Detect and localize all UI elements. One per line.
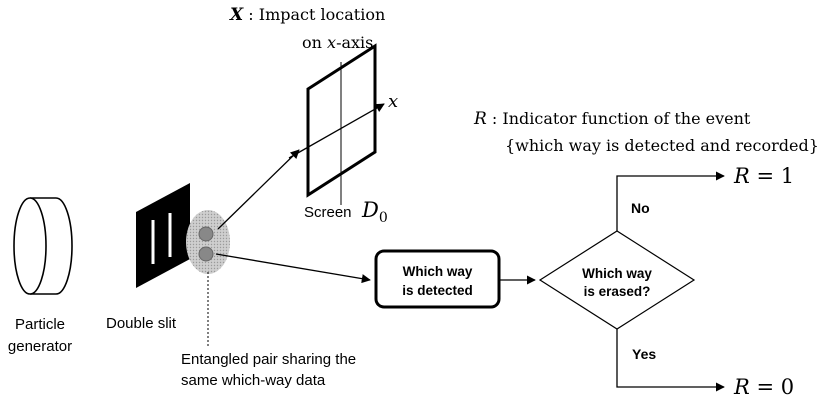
particle-generator-icon xyxy=(13,197,73,295)
detected-label-2: is detected xyxy=(402,283,473,298)
arrow-to-detector xyxy=(215,253,371,284)
erased-label-1: Which way xyxy=(582,266,652,281)
particle-generator-label-1: Particle xyxy=(15,316,65,333)
arrow-to-screen xyxy=(217,149,300,230)
r-equals-0: R = 0 xyxy=(733,375,794,399)
detected-label-1: Which way xyxy=(403,264,473,279)
yes-label: Yes xyxy=(632,346,656,362)
entangled-label-2: same which-way data xyxy=(181,372,326,389)
erased-label-2: is erased? xyxy=(584,284,651,299)
x-title-line-2: on x-axis xyxy=(302,33,373,52)
x-axis-arrow xyxy=(288,103,385,159)
double-slit-icon xyxy=(136,183,190,288)
screen-label: Screen xyxy=(304,204,352,221)
x-axis-label: x xyxy=(388,91,398,112)
r-equals-1: R = 1 xyxy=(733,164,794,188)
yes-branch-arrow xyxy=(616,329,725,392)
x-title-line-1: X : Impact location xyxy=(229,5,385,25)
double-slit-label: Double slit xyxy=(106,315,177,332)
erased-decision-diamond xyxy=(538,230,696,330)
r-title-line-1: R : Indicator function of the event xyxy=(473,109,751,129)
detected-box xyxy=(374,249,501,309)
no-label: No xyxy=(631,200,650,216)
screen-icon xyxy=(306,43,377,205)
r-title-line-2: {which way is detected and recorded} xyxy=(505,136,819,155)
particle-generator-label-2: generator xyxy=(8,338,72,355)
entangled-pair-icon xyxy=(186,210,230,274)
entangled-label-1: Entangled pair sharing the xyxy=(181,351,356,368)
screen-symbol: D0 xyxy=(361,198,388,226)
no-branch-arrow xyxy=(616,171,725,231)
